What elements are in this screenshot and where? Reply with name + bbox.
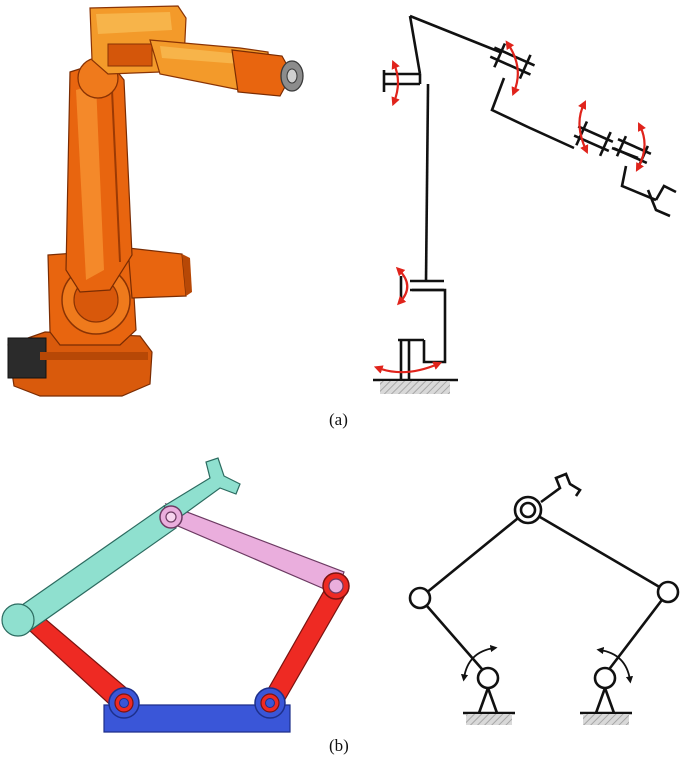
revolute-joint-icon (408, 586, 432, 610)
hatched-ground-icon (466, 714, 512, 725)
curved-double-arrow-icon (373, 361, 443, 374)
gripper-icon (646, 184, 677, 218)
actuator-rotation-arrows (460, 644, 634, 684)
curved-double-arrow-icon (596, 646, 634, 684)
hatched-ground-icon (380, 381, 450, 394)
pink-link (164, 502, 345, 595)
hatched-ground-icon (583, 714, 629, 725)
curved-double-arrow-icon (460, 644, 498, 682)
serial-robot-schematic (373, 14, 677, 394)
cyan-link (11, 505, 177, 633)
colored-linkage-illustration (1, 457, 350, 733)
rotation-arrows (373, 40, 646, 374)
industrial-robot-illustration (7, 5, 304, 397)
panel-a-caption: (a) (329, 410, 348, 429)
panel-b-caption: (b) (329, 736, 349, 755)
gripper-icon (163, 457, 241, 521)
linkage-base (103, 704, 291, 733)
five-bar-schematic (408, 472, 680, 725)
gripper-icon (540, 472, 582, 504)
